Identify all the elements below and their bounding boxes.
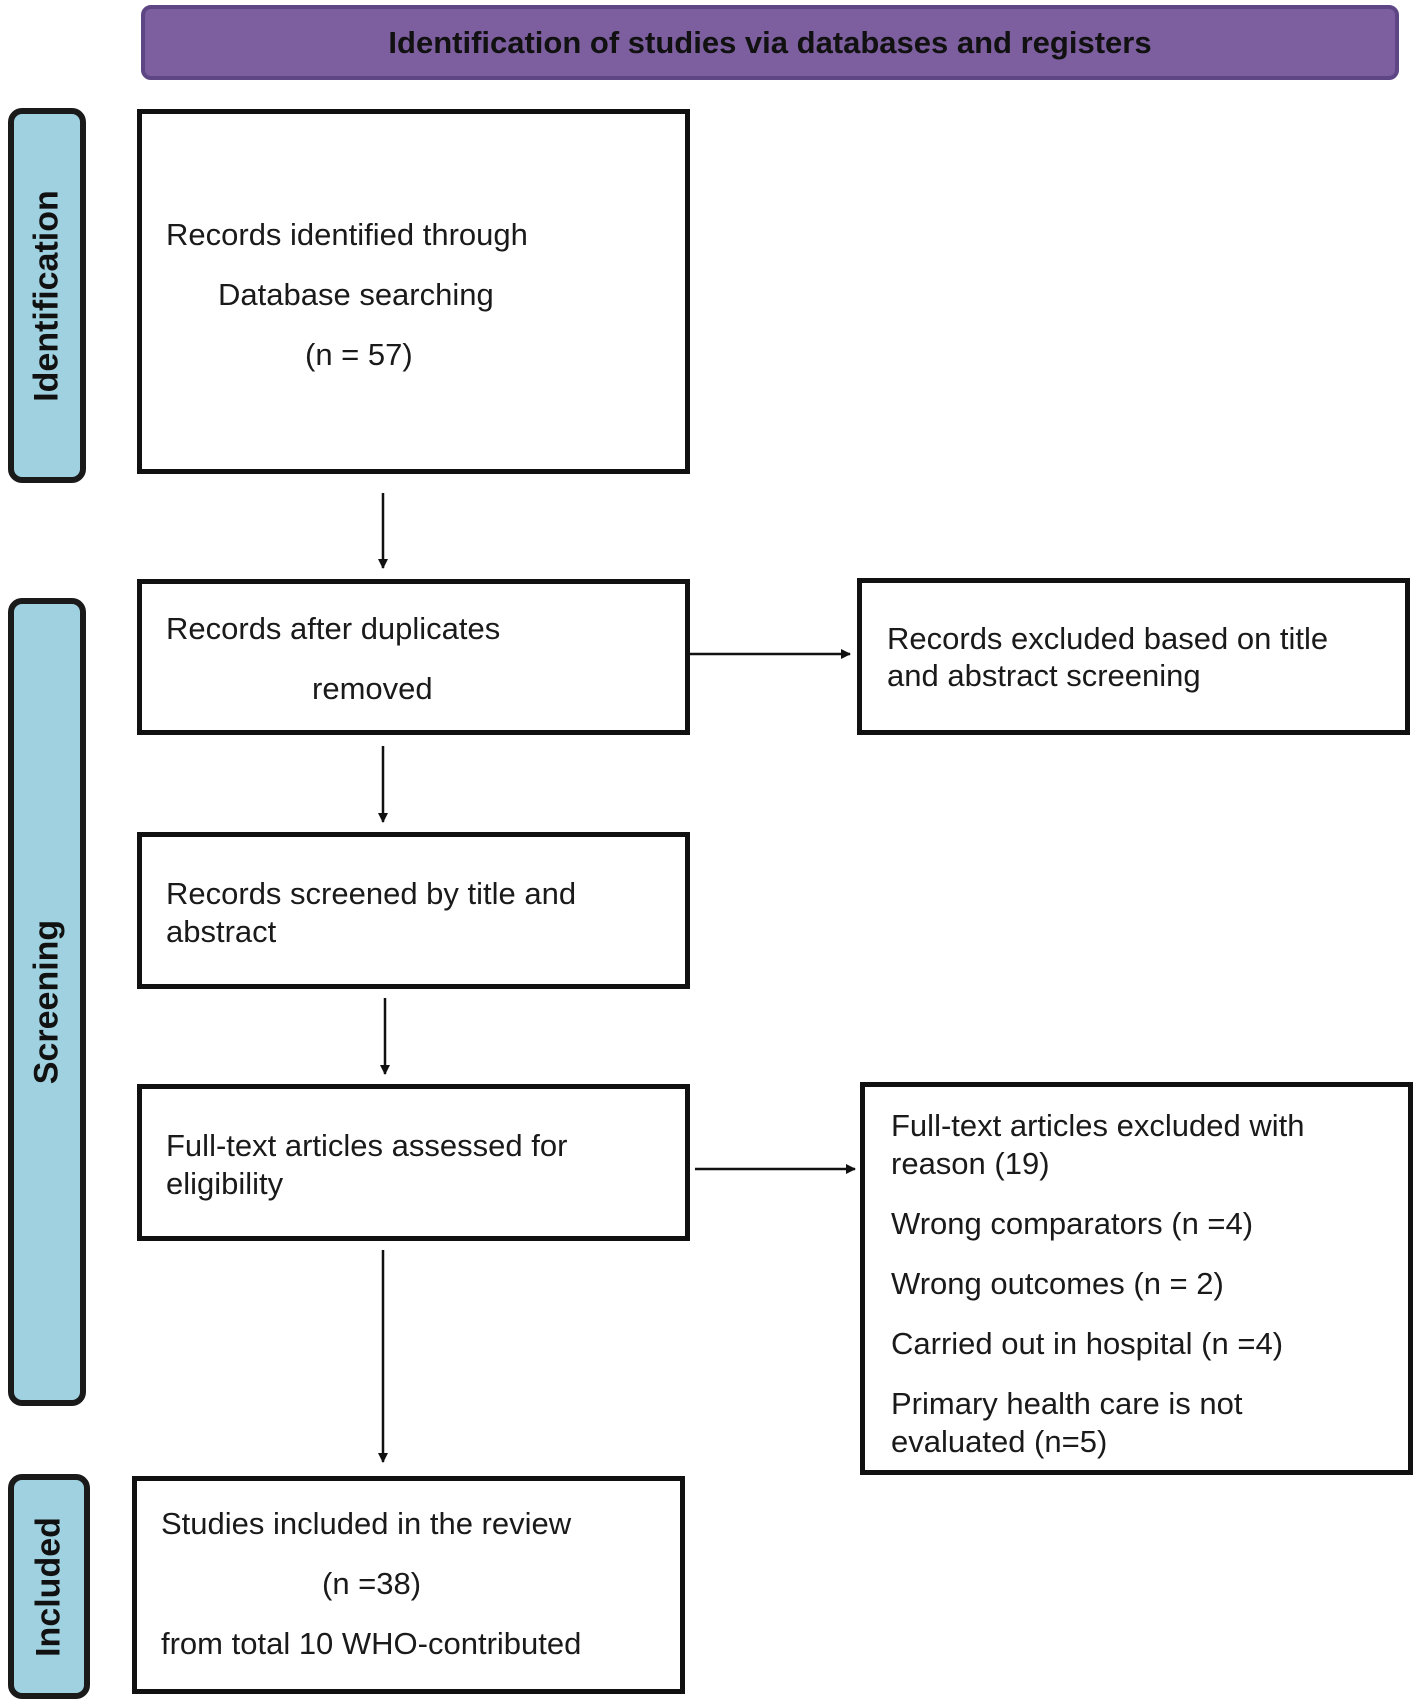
- reason-wrong-comparators: Wrong comparators (n =4): [891, 1206, 1254, 1241]
- stage-screening: Screening: [8, 598, 86, 1406]
- box-records-excluded: Records excluded based on title and abst…: [857, 578, 1410, 735]
- box-studies-included: Studies included in the review (n =38) f…: [132, 1476, 685, 1694]
- studies-included-count: (n =38): [322, 1566, 422, 1601]
- flow-header: Identification of studies via databases …: [141, 5, 1399, 80]
- after-duplicates-line2: removed: [312, 671, 433, 706]
- fulltext-assessed-line1: Full-text articles assessed for: [166, 1128, 568, 1163]
- header-title: Identification of studies via databases …: [388, 24, 1152, 60]
- box-records-screened: Records screened by title and abstract: [137, 832, 690, 989]
- fulltext-assessed-line2: eligibility: [166, 1166, 284, 1201]
- box-after-duplicates: Records after duplicates removed: [137, 579, 690, 735]
- records-identified-line1: Records identified through: [166, 217, 528, 252]
- box-records-identified: Records identified through Database sear…: [137, 109, 690, 474]
- fulltext-excluded-line1: Full-text articles excluded with: [891, 1108, 1305, 1143]
- records-identified-line2: Database searching: [218, 277, 494, 312]
- stage-identification: Identification: [8, 108, 86, 483]
- records-excluded-line1: Records excluded based on title: [887, 621, 1329, 656]
- reason-hospital: Carried out in hospital (n =4): [891, 1326, 1284, 1361]
- reason-phc-line2: evaluated (n=5): [891, 1424, 1108, 1459]
- box-fulltext-assessed: Full-text articles assessed for eligibil…: [137, 1084, 690, 1241]
- records-identified-count: (n = 57): [305, 337, 413, 372]
- records-excluded-line2: and abstract screening: [887, 658, 1201, 693]
- studies-included-line3: from total 10 WHO-contributed: [161, 1626, 582, 1661]
- studies-included-line1: Studies included in the review: [161, 1506, 572, 1541]
- reason-phc-line1: Primary health care is not: [891, 1386, 1243, 1421]
- box-fulltext-excluded: Full-text articles excluded with reason …: [860, 1082, 1413, 1475]
- records-screened-line2: abstract: [166, 914, 277, 949]
- after-duplicates-line1: Records after duplicates: [166, 611, 501, 646]
- records-screened-line1: Records screened by title and: [166, 876, 577, 911]
- reason-wrong-outcomes: Wrong outcomes (n = 2): [891, 1266, 1224, 1301]
- fulltext-excluded-line2: reason (19): [891, 1146, 1050, 1181]
- stage-included: Included: [8, 1474, 90, 1699]
